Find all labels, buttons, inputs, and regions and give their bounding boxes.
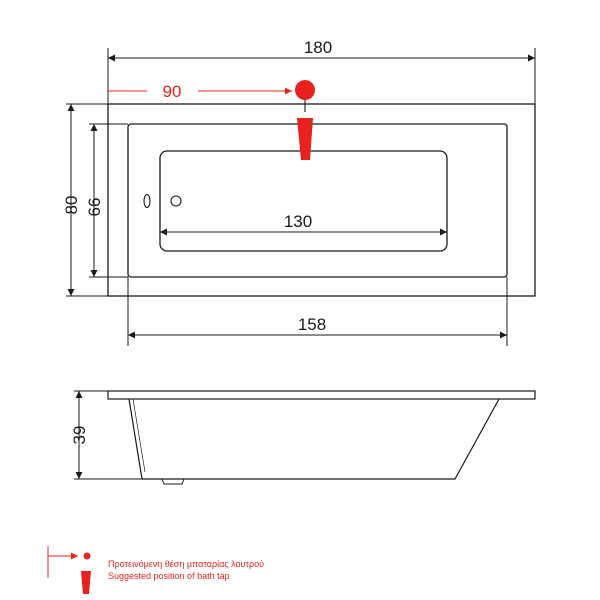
tub-outer-outline — [107, 103, 536, 297]
dim-inner-length: 158 — [127, 277, 508, 346]
tub-inner-wall-line — [132, 398, 146, 473]
tub-inner-rim — [127, 123, 508, 278]
tap-spout-icon — [297, 118, 313, 160]
overflow-icon — [143, 193, 151, 209]
tub-body-profile — [128, 398, 500, 480]
dim-inner-width: 66 — [85, 123, 128, 278]
dim-overall-length: 180 — [107, 38, 536, 104]
legend-tap-spout-icon — [81, 571, 91, 594]
dim-label-158: 158 — [298, 315, 326, 334]
dim-basin-length: 130 — [160, 212, 447, 236]
dim-label-66: 66 — [85, 198, 104, 217]
tub-rim-profile — [107, 390, 536, 400]
drain-icon — [170, 195, 182, 207]
top-view — [107, 80, 536, 297]
dim-label-90: 90 — [163, 82, 182, 101]
legend-text-english: Suggested position of bath tap — [108, 571, 230, 581]
dim-tap-offset: 90 — [108, 82, 292, 101]
dim-label-130: 130 — [284, 212, 312, 231]
drain-outlet-profile — [161, 478, 185, 485]
dim-label-180: 180 — [304, 38, 332, 57]
dim-depth: 39 — [70, 390, 142, 480]
side-view — [107, 390, 536, 485]
legend-tap-dot — [83, 552, 91, 560]
dim-overall-width: 80 — [62, 103, 108, 297]
legend: Προτεινόμενη θέση μπαταρίας λουτρού Sugg… — [47, 546, 264, 594]
legend-text-greek: Προτεινόμενη θέση μπαταρίας λουτρού — [108, 559, 264, 569]
tap-position-dot — [295, 80, 315, 100]
dim-label-80: 80 — [62, 196, 81, 215]
tub-basin-outline — [159, 150, 448, 252]
dim-label-39: 39 — [70, 426, 89, 445]
